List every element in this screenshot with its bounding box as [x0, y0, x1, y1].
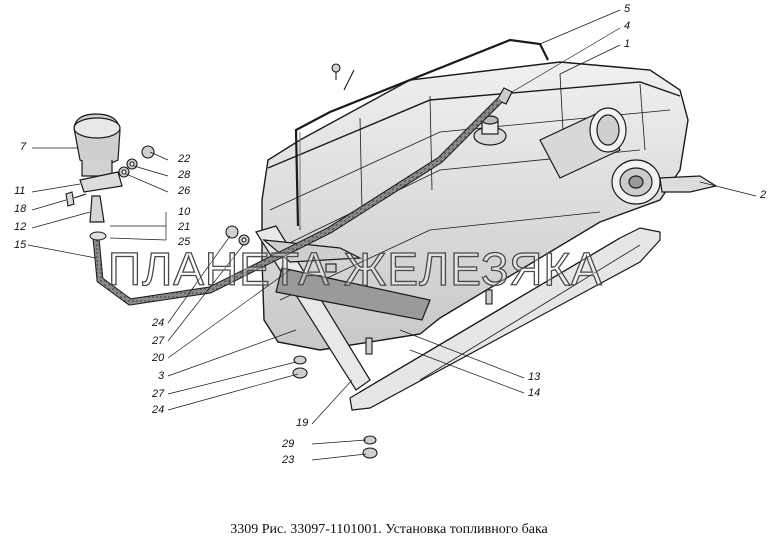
label-5: 5	[624, 3, 631, 15]
label-7: 7	[20, 141, 27, 153]
label-25: 25	[178, 236, 191, 248]
label-27-lower: 27	[152, 388, 165, 400]
label-20: 20	[152, 352, 165, 364]
label-24-upper: 24	[152, 317, 165, 329]
fuel-sensor	[473, 87, 513, 146]
handle-rod	[294, 38, 549, 227]
screw-top	[331, 63, 355, 91]
label-18: 18	[14, 203, 27, 215]
label-28: 28	[178, 169, 191, 181]
label-12: 12	[14, 221, 27, 233]
fasteners-bottom	[292, 263, 493, 459]
label-11: 11	[14, 185, 26, 197]
label-29: 29	[282, 438, 295, 450]
figure-caption: 3309 Рис. 33097-1101001. Установка топли…	[230, 522, 548, 537]
label-2: 2	[760, 189, 767, 201]
label-10: 10	[178, 206, 191, 218]
label-22: 22	[178, 153, 191, 165]
label-24-lower: 24	[152, 404, 165, 416]
fasteners-top	[118, 145, 250, 246]
breather-hose	[89, 97, 503, 306]
watermark: ПЛАНЕТА ЖЕЛЕЗЯКА	[107, 243, 603, 295]
bolt-18	[65, 191, 87, 207]
breather-filter	[73, 113, 123, 223]
label-23: 23	[282, 454, 295, 466]
label-26: 26	[178, 185, 191, 197]
label-27-upper: 27	[152, 335, 165, 347]
label-15: 15	[14, 239, 27, 251]
label-14: 14	[528, 387, 541, 399]
label-4: 4	[624, 20, 631, 32]
leader-lines	[27, 9, 757, 461]
support-strap	[255, 225, 431, 391]
filler-neck	[539, 107, 627, 179]
label-3: 3	[158, 370, 165, 382]
label-13: 13	[528, 371, 541, 383]
label-1: 1	[624, 38, 631, 50]
frame-bracket	[349, 227, 661, 411]
label-21: 21	[178, 221, 191, 233]
valve-disc	[611, 159, 718, 205]
label-19: 19	[296, 417, 309, 429]
